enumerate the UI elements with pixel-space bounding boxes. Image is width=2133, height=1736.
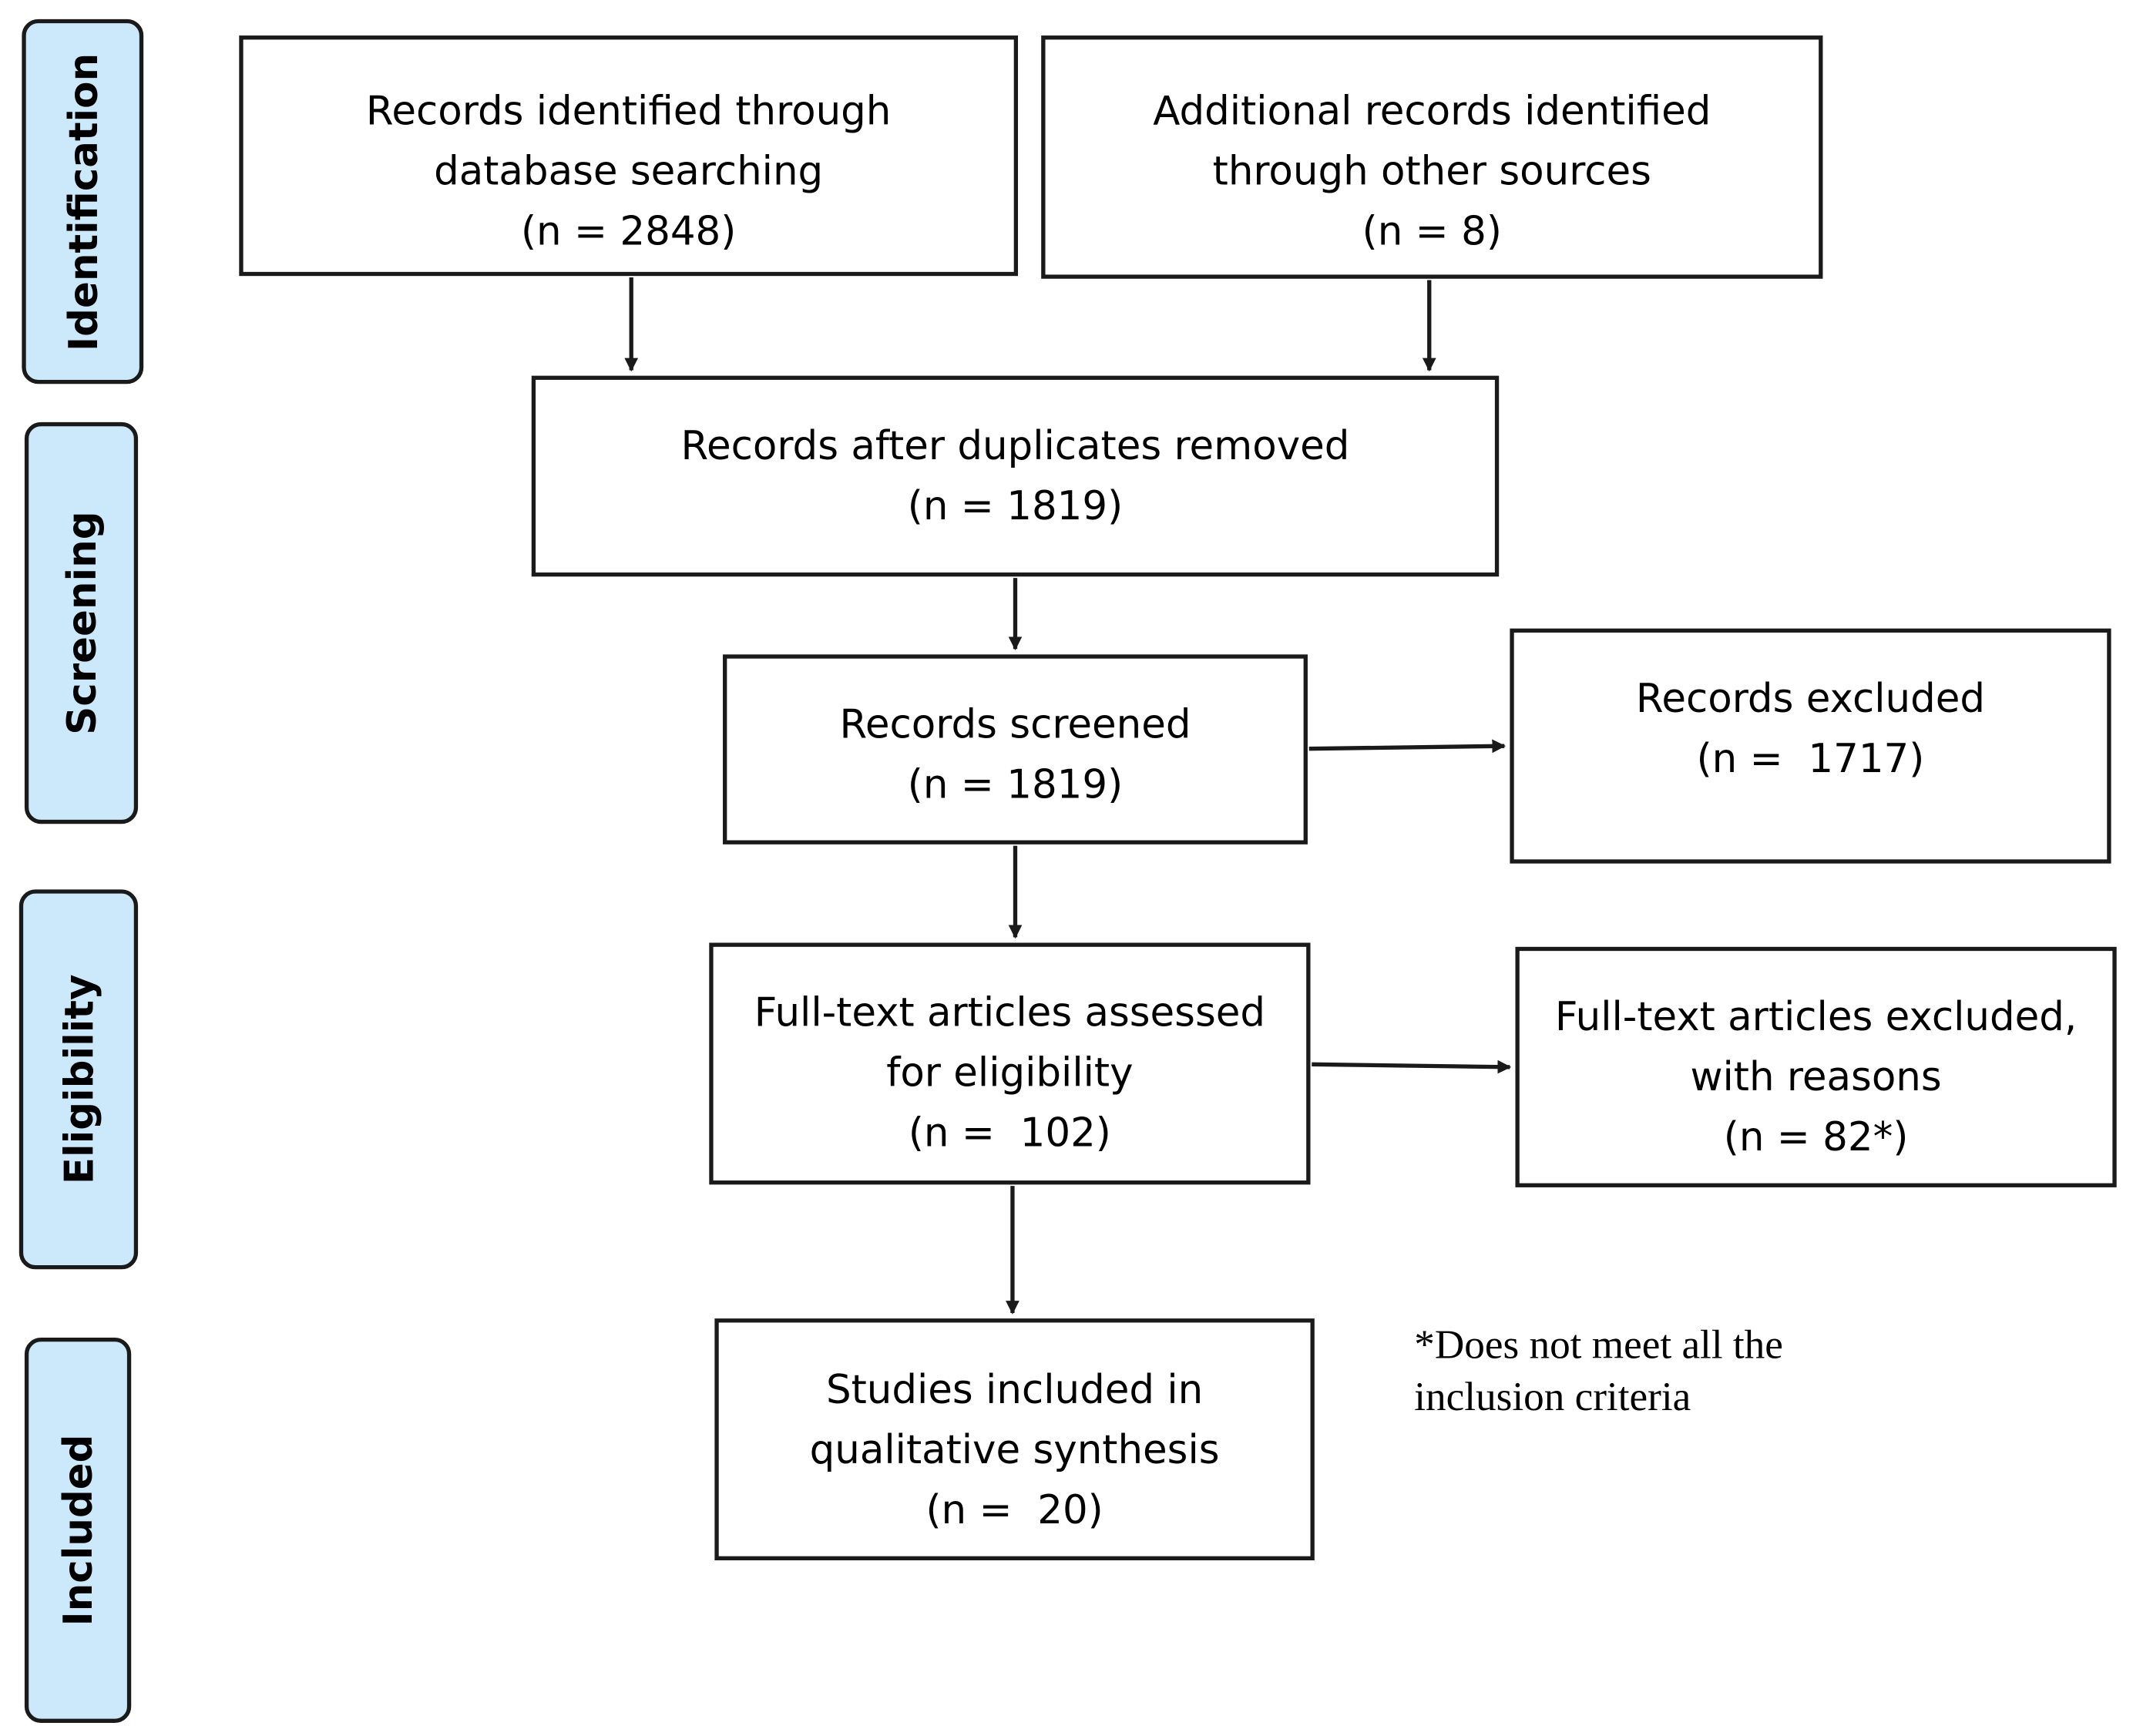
after-duplicates-line1: Records after duplicates removed	[680, 421, 1350, 469]
database-records-line1: Records identified through	[365, 87, 892, 134]
full-text-excluded-line2: with reasons	[1690, 1053, 1942, 1100]
other-sources-box: Additional records identified through ot…	[1041, 35, 1823, 279]
database-records-line2: database searching	[434, 147, 824, 194]
arrow-assessed-to-fulltext-excluded	[1312, 1059, 1512, 1074]
footnote-line1: *Does not meet all the	[1414, 1322, 1783, 1368]
full-text-assessed-count: (n = 102)	[908, 1109, 1111, 1157]
records-excluded-count: (n = 1717)	[1696, 734, 1925, 782]
phase-eligibility-label: Eligibility	[55, 974, 102, 1185]
arrow-screened-to-excluded	[1308, 739, 1507, 754]
database-records-box: Records identified through database sear…	[239, 35, 1019, 277]
phase-eligibility: Eligibility	[18, 889, 139, 1270]
screened-box: Records screened (n = 1819)	[723, 654, 1308, 844]
phase-screening: Screening	[24, 421, 139, 824]
database-records-count: (n = 2848)	[520, 207, 737, 254]
phase-screening-label: Screening	[58, 511, 105, 735]
full-text-excluded-count: (n = 82*)	[1723, 1113, 1909, 1160]
other-sources-line2: through other sources	[1212, 147, 1651, 194]
full-text-excluded-line1: Full-text articles excluded,	[1554, 993, 2078, 1040]
full-text-assessed-line1: Full-text articles assessed	[754, 989, 1266, 1036]
studies-included-line1: Studies included in	[825, 1366, 1204, 1413]
exclusion-footnote: *Does not meet all the inclusion criteri…	[1414, 1320, 1783, 1424]
full-text-assessed-line2: for eligibility	[886, 1049, 1134, 1096]
records-excluded-line1: Records excluded	[1635, 674, 1986, 722]
studies-included-box: Studies included in qualitative synthesi…	[714, 1318, 1315, 1560]
full-text-excluded-box: Full-text articles excluded, with reason…	[1515, 946, 2117, 1187]
records-excluded-box: Records excluded (n = 1717)	[1510, 628, 2111, 864]
phase-identification-label: Identification	[59, 52, 106, 351]
studies-included-count: (n = 20)	[925, 1486, 1103, 1533]
screened-line1: Records screened	[839, 700, 1191, 747]
full-text-assessed-box: Full-text articles assessed for eligibil…	[709, 942, 1311, 1185]
other-sources-count: (n = 8)	[1362, 207, 1502, 254]
after-duplicates-count: (n = 1819)	[907, 482, 1124, 529]
phase-included: Included	[24, 1337, 132, 1724]
other-sources-line1: Additional records identified	[1153, 87, 1711, 134]
phase-identification: Identification	[22, 18, 144, 384]
studies-included-line2: qualitative synthesis	[809, 1426, 1220, 1473]
screened-count: (n = 1819)	[907, 761, 1124, 808]
after-duplicates-box: Records after duplicates removed (n = 18…	[531, 375, 1500, 577]
footnote-line2: inclusion criteria	[1414, 1374, 1691, 1420]
phase-included-label: Included	[54, 1434, 102, 1627]
